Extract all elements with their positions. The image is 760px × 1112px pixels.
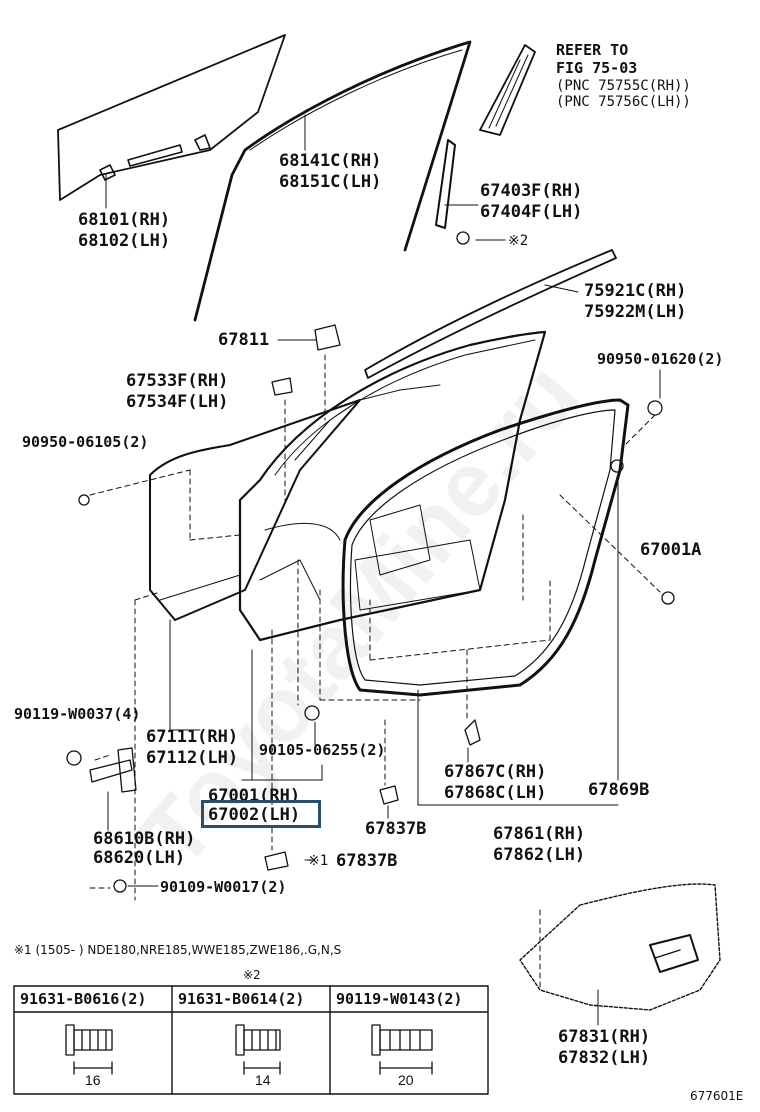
label-67403f[interactable]: 67403F(RH) [480,181,583,201]
trim-board-shape [519,883,721,1011]
bolt-part-2[interactable]: 91631-B0614(2) [178,990,305,1008]
label-68101[interactable]: 68101(RH) [78,210,171,230]
label-68610b[interactable]: 68610B(RH) [93,829,196,849]
note2-bolt-mark: ※2 [508,233,529,249]
bolt-dim-2: 14 [255,1072,271,1088]
outer-panel-shape [149,399,361,621]
dashed-guides [89,354,661,991]
label-67861[interactable]: 67861(RH) [493,824,586,844]
label-75921c[interactable]: 75921C(RH) [584,281,687,301]
bolt-table-grid [13,985,489,1095]
bolt-dim-3: 20 [398,1072,414,1088]
refer-line4: (PNC 75756C(LH)) [556,94,691,110]
label-67002[interactable]: 67002(LH) [208,805,301,825]
door-glass-shape [57,34,286,201]
label-67868c[interactable]: 67868C(LH) [444,783,547,803]
label-67869b[interactable]: 67869B [588,780,650,800]
label-67404f[interactable]: 67404F(LH) [480,202,583,222]
label-67534f[interactable]: 67534F(LH) [126,392,229,412]
label-67867c[interactable]: 67867C(RH) [444,762,547,782]
label-67112[interactable]: 67112(LH) [146,748,239,768]
fastener-shapes [66,231,675,893]
label-67831[interactable]: 67831(RH) [558,1027,651,1047]
label-67811[interactable]: 67811 [218,330,270,350]
belt-moulding-shape [364,249,617,379]
label-67111[interactable]: 67111(RH) [146,727,239,747]
footnote-1: ※1 (1505- ) NDE180,NRE185,WWE185,ZWE186,… [14,943,342,957]
label-67837b-bottom[interactable]: 67837B [336,851,398,871]
label-68151c[interactable]: 68151C(LH) [279,172,382,192]
glass-run-shape [193,40,472,322]
label-90950-06105[interactable]: 90950-06105(2) [22,433,149,451]
label-67862[interactable]: 67862(LH) [493,845,586,865]
label-brackets [241,764,323,781]
bolt-part-1[interactable]: 91631-B0616(2) [20,990,147,1008]
label-68102[interactable]: 68102(LH) [78,231,171,251]
refer-line1: REFER TO [556,41,629,59]
refer-line3: (PNC 75755C(RH)) [556,78,691,94]
label-68141c[interactable]: 68141C(RH) [279,151,382,171]
label-90109-w0017[interactable]: 90109-W0017(2) [160,878,287,896]
label-67533f[interactable]: 67533F(RH) [126,371,229,391]
figure-code: 677601E [690,1089,744,1103]
bolt-part-3[interactable]: 90119-W0143(2) [336,990,463,1008]
footnote-2-mark: ※2 [243,968,261,982]
label-67001a[interactable]: 67001A [640,540,702,560]
label-67837b-top[interactable]: 67837B [365,819,427,839]
leader-lines [105,114,661,1026]
label-90105-06255[interactable]: 90105-06255(2) [259,741,386,759]
refer-line2: FIG 75-03 [556,59,638,77]
bolt-dim-1: 16 [85,1072,101,1088]
bolt-illustrations [65,1024,433,1075]
division-bar-shape [435,139,456,229]
label-67832[interactable]: 67832(LH) [558,1048,651,1068]
trim-piece-shape [479,44,536,136]
label-90950-01620[interactable]: 90950-01620(2) [597,350,724,368]
label-75922m[interactable]: 75922M(LH) [584,302,687,322]
label-68620[interactable]: 68620(LH) [93,848,186,868]
highlight-box [201,800,321,828]
door-weatherstrip-shape [341,398,630,697]
note1-mark: ※1 [308,853,329,869]
label-90119-w0037[interactable]: 90119-W0037(4) [14,705,141,723]
